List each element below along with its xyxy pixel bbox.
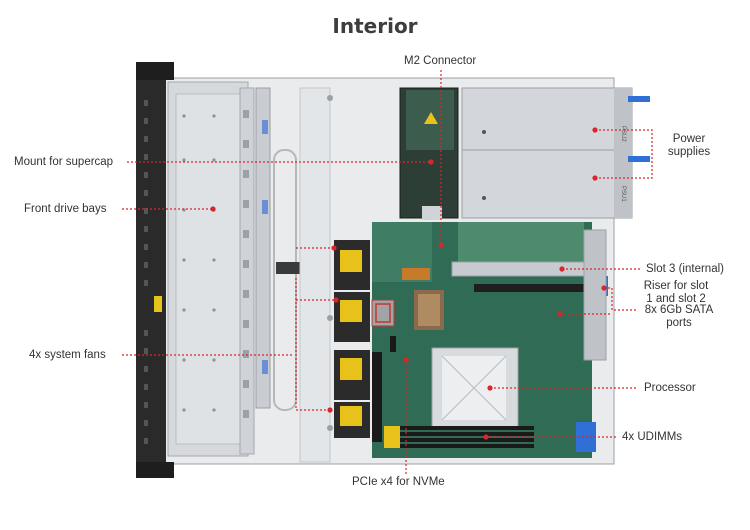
label-processor: Processor xyxy=(644,382,696,394)
front-bezel xyxy=(136,64,166,476)
page-title: Interior xyxy=(332,14,418,38)
label-power-supplies-line2: supplies xyxy=(667,146,711,158)
label-front-drive-bays: Front drive bays xyxy=(24,203,107,215)
power-supplies: PSU2 PSU1 xyxy=(461,87,650,219)
label-riser-slot1-slot2: Riser for slot 1 and slot 2 xyxy=(636,280,716,306)
sata-connector xyxy=(371,299,395,327)
label-slot3-internal: Slot 3 (internal) xyxy=(646,263,724,275)
label-supercap-mount: Mount for supercap xyxy=(14,156,114,168)
label-power-supplies-line1: Power xyxy=(672,133,706,145)
label-sata-ports: 8x 6Gb SATA ports xyxy=(634,304,724,330)
front-bezel-yellow-tab xyxy=(154,296,162,312)
leader-dots xyxy=(210,127,607,440)
label-sata-line2: ports xyxy=(666,317,692,329)
label-system-fans: 4x system fans xyxy=(29,349,106,361)
label-pcie-nvme: PCIe x4 for NVMe xyxy=(352,476,445,488)
leader-lines xyxy=(122,70,653,474)
label-power-supplies: Power supplies xyxy=(656,133,722,159)
label-riser-line2: 1 and slot 2 xyxy=(646,293,706,305)
system-fans xyxy=(334,240,370,438)
pcie-x4-nvme-slot xyxy=(372,352,382,442)
bezel-vents xyxy=(144,100,148,444)
udimm-slots xyxy=(384,426,534,448)
backplane xyxy=(255,87,271,409)
label-sata-line1: 8x 6Gb SATA xyxy=(644,304,714,316)
label-riser-line1: Riser for slot xyxy=(643,280,709,292)
psu2-tag: PSU2 xyxy=(620,126,626,142)
label-m2-connector: M2 Connector xyxy=(404,55,477,67)
label-udimms: 4x UDIMMs xyxy=(622,431,683,443)
psu1-tag: PSU1 xyxy=(620,186,626,202)
